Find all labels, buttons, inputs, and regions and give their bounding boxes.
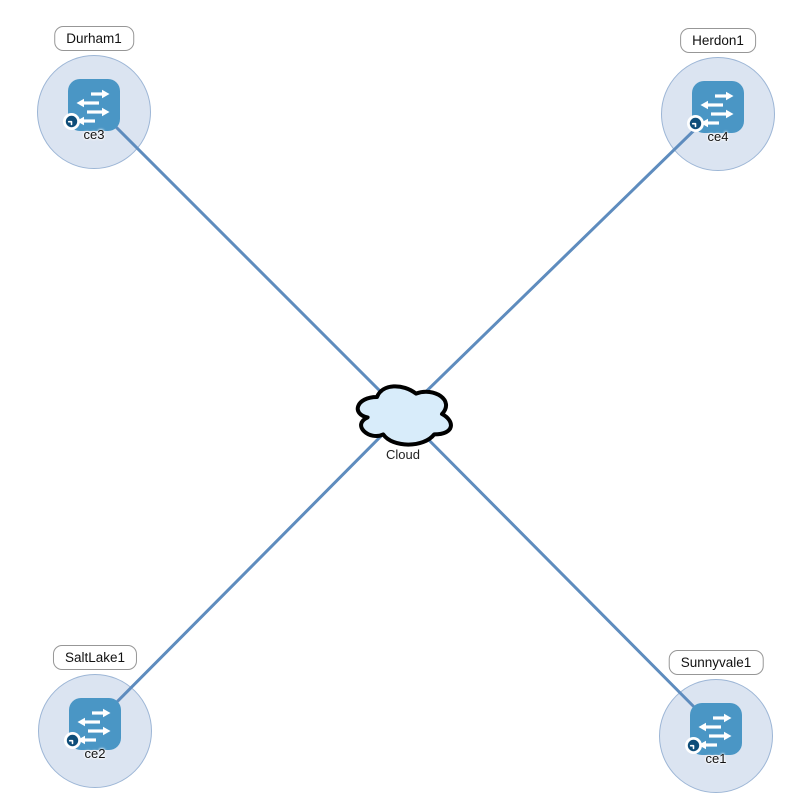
node-ce2[interactable]: SaltLake1 ce2	[38, 645, 152, 788]
site-label-durham1[interactable]: Durham1	[54, 26, 134, 51]
clock-badge-icon	[63, 113, 80, 130]
site-label-saltlake1[interactable]: SaltLake1	[52, 645, 138, 670]
router-icon[interactable]	[68, 79, 120, 131]
site-label-sunnyvale1[interactable]: Sunnyvale1	[668, 650, 764, 675]
clock-badge-icon	[685, 737, 702, 754]
site-label-herdon1[interactable]: Herdon1	[680, 28, 756, 53]
link-ce2-cloud[interactable]	[93, 412, 405, 726]
node-ce4[interactable]: Herdon1 ce4	[661, 28, 775, 171]
link-ce1-cloud[interactable]	[401, 412, 718, 731]
cloud-icon[interactable]	[348, 377, 458, 451]
node-ce3[interactable]: Durham1 ce3	[37, 26, 151, 169]
clock-badge-icon	[687, 115, 704, 132]
node-ce1[interactable]: Sunnyvale1 ce1	[659, 650, 773, 793]
link-ce4-cloud[interactable]	[401, 105, 720, 416]
clock-badge-icon	[64, 732, 81, 749]
link-ce3-cloud[interactable]	[92, 103, 405, 416]
